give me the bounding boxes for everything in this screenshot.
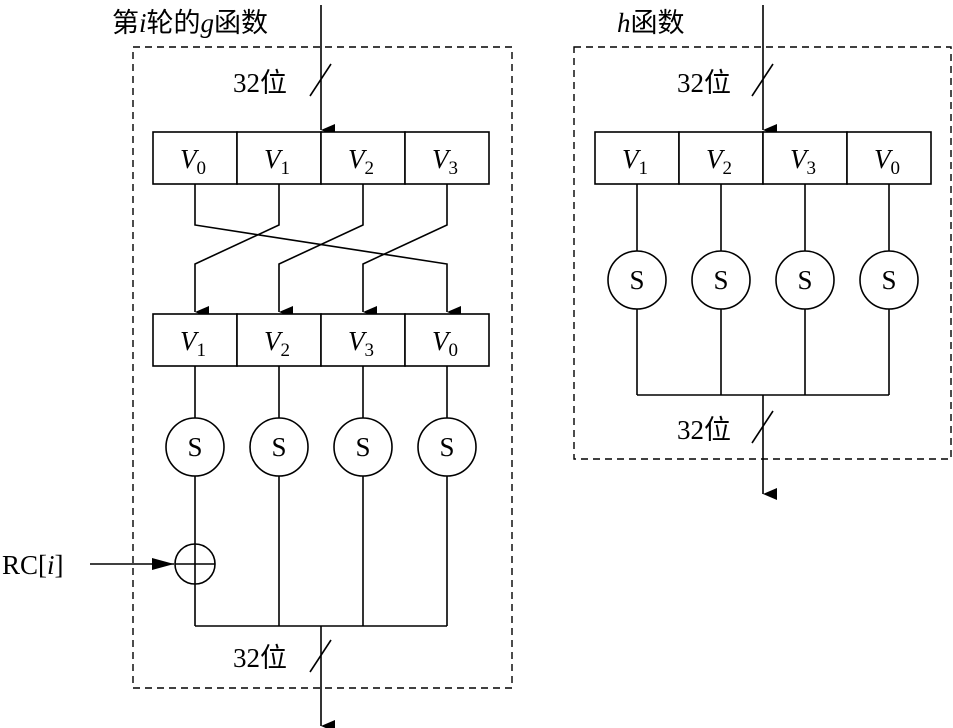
g-output-width-tick bbox=[309, 639, 332, 673]
h-sbox-1-label: S bbox=[713, 265, 728, 295]
g-bottom-cell-1-label: V2 bbox=[264, 326, 290, 361]
h-output-width-tick bbox=[751, 410, 774, 444]
g-title-fn-name: g bbox=[201, 8, 215, 38]
g-wire-v3-to-third bbox=[362, 184, 448, 318]
g-function-title: 第i轮的g函数 bbox=[112, 8, 268, 38]
g-top-cell-1-label: V1 bbox=[264, 144, 290, 179]
g-top-cell-0-label: V0 bbox=[180, 144, 206, 179]
g-bottom-cell-3-label: V0 bbox=[432, 326, 458, 361]
h-output-width-label: 32位 bbox=[677, 415, 731, 445]
g-top-register-row: V0 V1 V2 V3 bbox=[152, 131, 490, 185]
g-input-width-label: 32位 bbox=[233, 68, 287, 98]
h-cell-3-label: V0 bbox=[874, 144, 900, 179]
g-output-width-label: 32位 bbox=[233, 643, 287, 673]
g-title-round-var: i bbox=[139, 8, 147, 38]
h-register-row: V1 V2 V3 V0 bbox=[594, 131, 932, 185]
g-rotation-wiring bbox=[194, 184, 461, 318]
h-cell-3 bbox=[846, 131, 932, 185]
g-wire-v2-to-second bbox=[278, 184, 364, 318]
h-sbox-3: S bbox=[859, 250, 919, 310]
g-bottom-cell-2-label: V3 bbox=[348, 326, 374, 361]
h-sbox-2: S bbox=[775, 250, 835, 310]
g-sbox-0-label: S bbox=[187, 432, 202, 462]
h-sbox-0: S bbox=[607, 250, 667, 310]
g-bottom-register-row: V1 V2 V3 V0 bbox=[152, 313, 490, 367]
g-wire-v1-to-first bbox=[194, 184, 280, 318]
g-bottom-cell-0 bbox=[152, 313, 238, 367]
svg-text:第i轮的g函数: 第i轮的g函数 bbox=[112, 8, 268, 38]
h-cell-2-label: V3 bbox=[790, 144, 816, 179]
g-top-cell-3-label: V3 bbox=[432, 144, 458, 179]
h-sbox-0-label: S bbox=[629, 265, 644, 295]
h-input-width-tick bbox=[751, 63, 774, 97]
g-top-cell-2-label: V2 bbox=[348, 144, 374, 179]
h-input-width-label: 32位 bbox=[677, 68, 731, 98]
g-sbox-2: S bbox=[333, 417, 393, 477]
g-top-cell-2 bbox=[320, 131, 406, 185]
g-bottom-cell-0-label: V1 bbox=[180, 326, 206, 361]
h-cell-0 bbox=[594, 131, 680, 185]
g-sbox-3-label: S bbox=[439, 432, 454, 462]
g-function-boundary bbox=[132, 46, 513, 689]
g-sbox-2-label: S bbox=[355, 432, 370, 462]
g-title-mid: 轮的 bbox=[147, 8, 201, 38]
h-cell-1-label: V2 bbox=[706, 144, 732, 179]
g-sbox-3: S bbox=[417, 417, 477, 477]
g-wire-v0-to-last bbox=[194, 184, 461, 318]
xor-icon bbox=[174, 543, 216, 585]
g-title-suffix: 函数 bbox=[214, 8, 268, 38]
h-sbox-1: S bbox=[691, 250, 751, 310]
h-cell-0-label: V1 bbox=[622, 144, 648, 179]
h-sbox-2-label: S bbox=[797, 265, 812, 295]
g-top-cell-3 bbox=[404, 131, 490, 185]
h-cell-2 bbox=[762, 131, 848, 185]
h-sbox-3-label: S bbox=[881, 265, 896, 295]
g-sbox-0: S bbox=[165, 417, 225, 477]
h-function-title: h函数 bbox=[617, 8, 685, 38]
g-sbox-1-label: S bbox=[271, 432, 286, 462]
g-input-width-tick bbox=[309, 63, 332, 97]
round-constant-label: RC[i] bbox=[2, 550, 64, 580]
g-sbox-1: S bbox=[249, 417, 309, 477]
g-title-prefix: 第 bbox=[112, 8, 139, 38]
